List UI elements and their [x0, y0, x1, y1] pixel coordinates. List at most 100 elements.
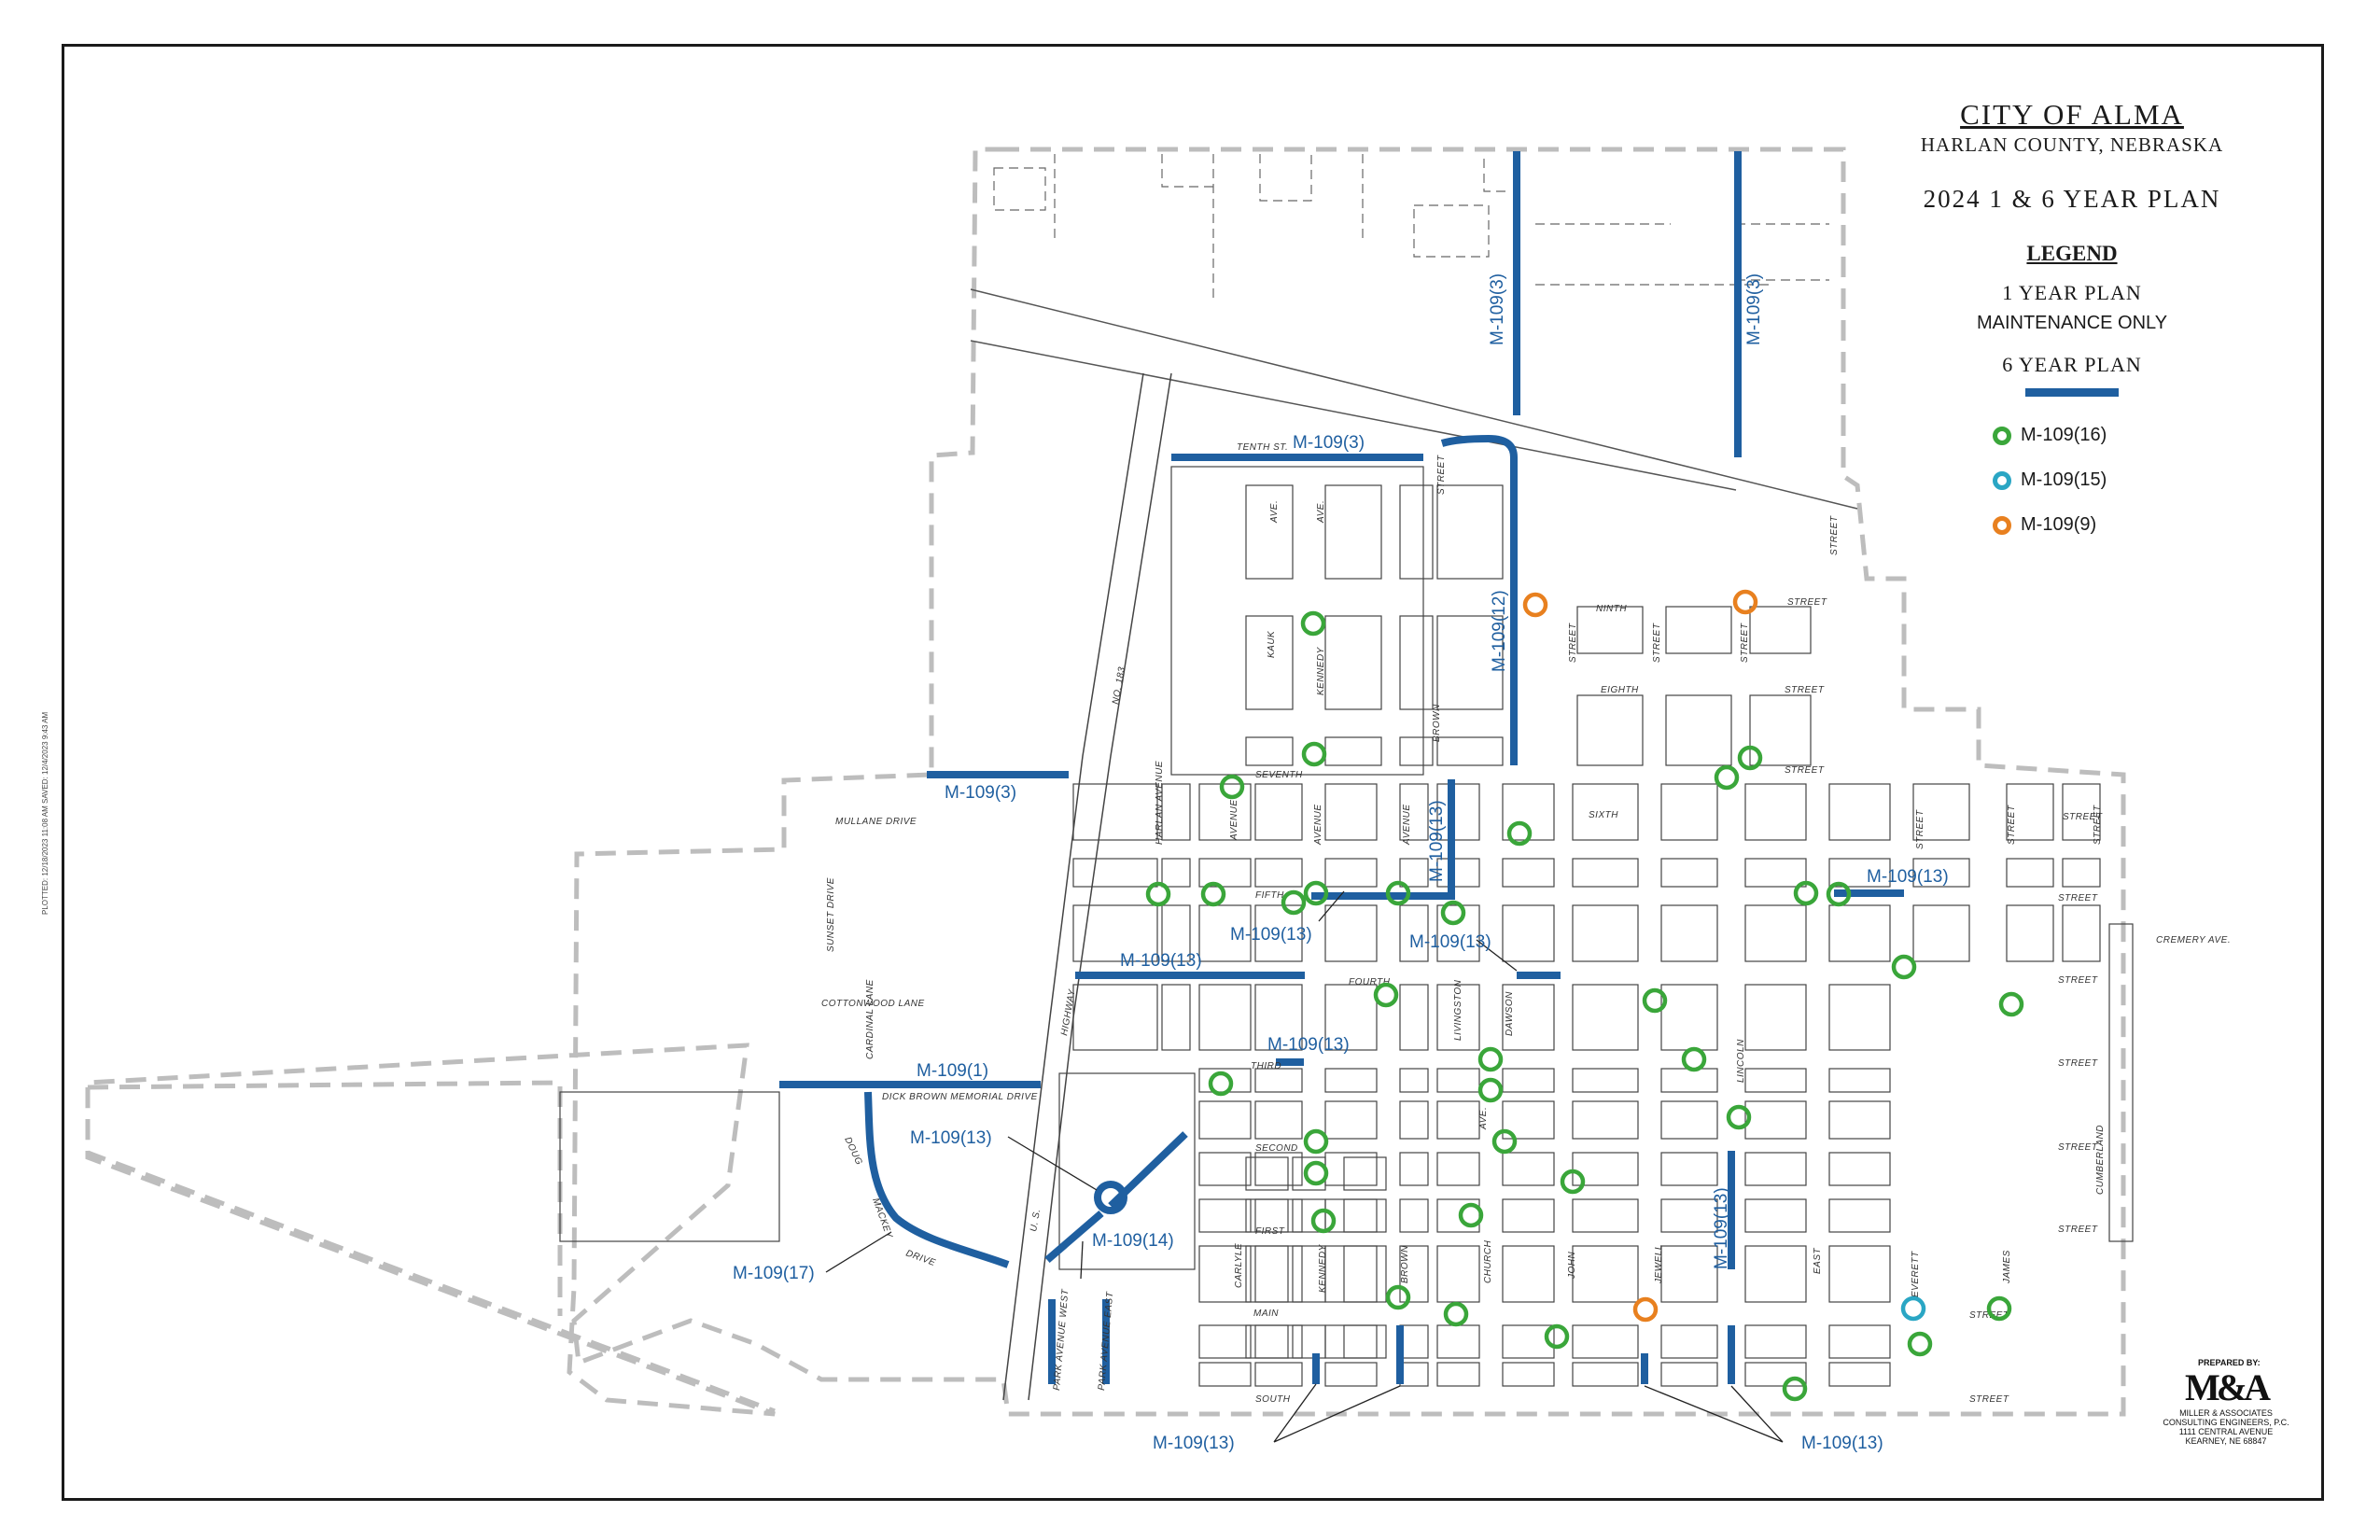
orange-ring-icon: [1732, 589, 1758, 615]
block: [1572, 858, 1639, 888]
block: [1436, 1152, 1480, 1186]
street-label: JOHN: [1567, 1252, 1577, 1281]
block: [1399, 1152, 1429, 1186]
block: [1436, 984, 1480, 1051]
block: [1749, 606, 1812, 654]
green-ring-icon: [1440, 900, 1466, 926]
block: [1828, 1068, 1891, 1093]
street-label: FIFTH: [1255, 890, 1284, 901]
green-ring-icon: [1681, 1046, 1707, 1072]
block: [1572, 1152, 1639, 1186]
green-ring-icon: [1145, 881, 1171, 907]
orange-ring-icon: [1632, 1296, 1659, 1323]
title-block: CITY OF ALMA HARLAN COUNTY, NEBRASKA 202…: [1876, 98, 2268, 535]
street-label: STREET: [1829, 515, 1840, 555]
street-label: HIGHWAY: [1059, 987, 1078, 1036]
green-ring-icon: [1506, 820, 1533, 847]
block: [1324, 984, 1378, 1051]
street-label: DRIVE: [904, 1248, 937, 1268]
cyan-ring-icon: [1900, 1295, 1926, 1322]
street-label: CHURCH: [1483, 1239, 1493, 1283]
green-ring-icon: [1477, 1046, 1504, 1072]
block: [1198, 1362, 1252, 1387]
block: [1436, 615, 1504, 710]
block: [1502, 1152, 1555, 1186]
green-ring-icon: [1986, 1295, 2012, 1322]
street-label: MACKEY: [870, 1197, 894, 1240]
green-ring-icon: [1281, 889, 1307, 916]
block: [1436, 736, 1504, 766]
street-label: AVE.: [1269, 500, 1280, 524]
west-limits: [85, 1080, 776, 1414]
one-year-label: 1 YEAR PLAN: [2002, 281, 2142, 304]
maintenance-label: MAINTENANCE ONLY: [1976, 313, 2168, 333]
street-label: SECOND: [1255, 1143, 1298, 1154]
block: [1245, 1324, 1289, 1359]
city-title: CITY OF ALMA: [1960, 98, 2184, 131]
block: [1828, 1362, 1891, 1387]
street-label: NINTH: [1596, 604, 1627, 614]
block: [1324, 615, 1382, 710]
street-label: TENTH ST.: [1237, 442, 1288, 453]
street-label: STREET: [2063, 812, 2103, 822]
green-ring-icon: [1477, 1077, 1504, 1103]
block: [1572, 1068, 1639, 1093]
block: [1399, 1362, 1429, 1387]
street-label: STREET: [1785, 765, 1825, 776]
block: [1660, 1068, 1718, 1093]
block: [1198, 1152, 1252, 1186]
block: [1572, 1324, 1639, 1359]
street-label: STREET: [1652, 623, 1662, 663]
block: [1502, 1068, 1555, 1093]
street-label: CARDINAL LANE: [865, 979, 875, 1059]
block: [1436, 783, 1480, 841]
green-ring-icon: [1385, 1284, 1411, 1310]
drawing-border: [62, 44, 2324, 1501]
street-label: DOUG: [842, 1136, 863, 1168]
street-label: STREET: [2007, 805, 2017, 845]
block: [1324, 904, 1378, 962]
block: [1198, 1324, 1252, 1359]
block: [1324, 736, 1382, 766]
block: [1292, 1198, 1326, 1233]
plan-title: 2024 1 & 6 YEAR PLAN: [1923, 185, 2221, 213]
block: [1254, 984, 1303, 1051]
plan-label: M-109(13): [1230, 925, 1312, 945]
green-ring-icon: [1373, 982, 1399, 1008]
block: [1660, 904, 1718, 962]
block: [1161, 984, 1191, 1051]
block: [1572, 984, 1639, 1051]
block: [1072, 984, 1158, 1051]
block: [1502, 1245, 1555, 1303]
green-ring-icon: [1714, 764, 1740, 791]
block: [1198, 1100, 1252, 1140]
block: [1198, 984, 1252, 1051]
north-parcels: [993, 154, 1829, 299]
street-label: KENNEDY: [1318, 1243, 1328, 1293]
street-labels: TENTH ST.NINTHEIGHTHSEVENTHSIXTHFIFTHFOU…: [821, 442, 2231, 1405]
block: [1399, 615, 1434, 710]
block: [1912, 783, 1970, 841]
block: [1072, 783, 1158, 841]
block: [1660, 1100, 1718, 1140]
green-ring-icon: [1303, 1128, 1329, 1155]
street-label: COTTONWOOD LANE: [821, 999, 925, 1009]
block: [1198, 904, 1252, 962]
block: [1744, 1198, 1807, 1233]
green-ring-icon: [1726, 1104, 1752, 1130]
block: [1828, 783, 1891, 841]
street-label: STREET: [1787, 597, 1827, 608]
block: [1828, 1198, 1891, 1233]
cremery-strip: [2108, 923, 2134, 1242]
block: [1436, 1068, 1480, 1093]
block: [1572, 1245, 1639, 1303]
street-label: DICK BROWN MEMORIAL DRIVE: [882, 1092, 1038, 1102]
green-ring-icon: [1993, 426, 2011, 445]
green-ring-icon: [1301, 741, 1327, 767]
block: [1254, 1068, 1303, 1093]
plan-label: M-109(17): [733, 1264, 815, 1283]
street-label: CUMBERLAND: [2095, 1125, 2106, 1195]
street-label: DAWSON: [1505, 991, 1515, 1036]
block: [1502, 1100, 1555, 1140]
